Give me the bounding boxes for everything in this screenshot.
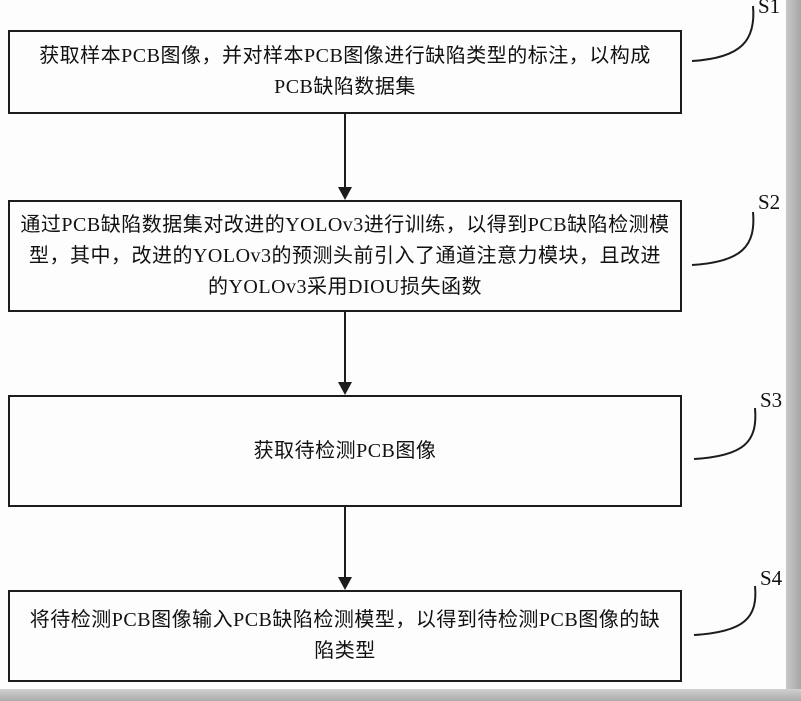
step-label-s4: S4 xyxy=(760,566,783,590)
hook-s3 xyxy=(693,407,757,460)
flow-box-step1-text: 获取样本PCB图像，并对样本PCB图像进行缺陷类型的标注，以构成PCB缺陷数据集 xyxy=(39,45,651,98)
step-label-s3: S3 xyxy=(760,388,783,412)
step-label-s2: S2 xyxy=(758,190,781,214)
flow-box-step3-text: 获取待检测PCB图像 xyxy=(253,439,437,462)
scan-edge-right xyxy=(786,0,801,701)
flow-box-step3: 获取待检测PCB图像 xyxy=(8,395,682,507)
hook-s4 xyxy=(693,585,757,636)
flow-box-step4-text: 将待检测PCB图像输入PCB缺陷检测模型，以得到待检测PCB图像的缺陷类型 xyxy=(29,609,661,662)
flow-box-step1: 获取样本PCB图像，并对样本PCB图像进行缺陷类型的标注，以构成PCB缺陷数据集 xyxy=(8,30,682,114)
scan-edge-bottom xyxy=(0,689,801,701)
flow-box-step4: 将待检测PCB图像输入PCB缺陷检测模型，以得到待检测PCB图像的缺陷类型 xyxy=(8,590,682,682)
flow-box-step2: 通过PCB缺陷数据集对改进的YOLOv3进行训练，以得到PCB缺陷检测模型，其中… xyxy=(8,200,682,312)
arrow-step1-to-step2 xyxy=(338,114,352,200)
step-label-s1: S1 xyxy=(758,0,781,18)
hook-s1 xyxy=(691,5,755,62)
arrow-step3-to-step4 xyxy=(338,507,352,590)
hook-s2 xyxy=(691,211,755,266)
arrow-step2-to-step3 xyxy=(338,312,352,395)
flow-box-step2-text: 通过PCB缺陷数据集对改进的YOLOv3进行训练，以得到PCB缺陷检测模型，其中… xyxy=(20,213,670,298)
